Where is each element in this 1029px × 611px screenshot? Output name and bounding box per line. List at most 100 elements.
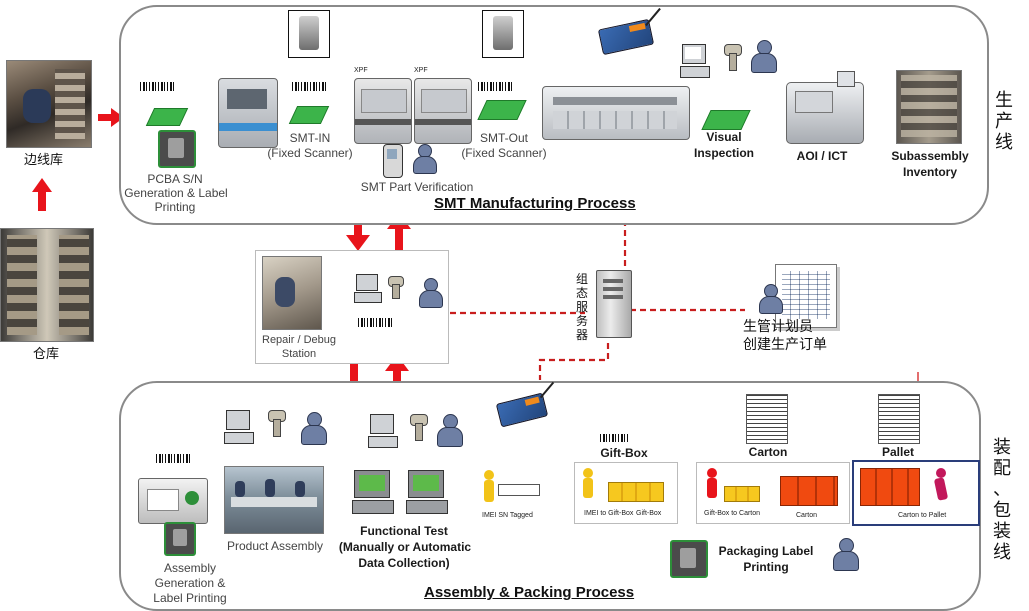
packaging-label-printing-label: Packaging Label bbox=[718, 544, 814, 558]
server-label-4: 务 bbox=[576, 314, 589, 328]
user-icon bbox=[832, 538, 859, 571]
assembly-side-label-3: 、 bbox=[993, 479, 1011, 499]
server-tower-icon bbox=[596, 270, 632, 338]
subassembly-inventory-photo bbox=[896, 70, 962, 144]
label-printer-icon bbox=[670, 540, 708, 578]
smt-out-sub-label: (Fixed Scanner) bbox=[461, 146, 547, 160]
solder-printer-machine bbox=[218, 78, 278, 148]
planner-label-2: 创建生产订单 bbox=[743, 336, 827, 352]
smt-in-label: SMT-IN bbox=[289, 131, 331, 145]
user-icon bbox=[418, 278, 443, 308]
workstation-icon bbox=[368, 414, 398, 448]
barcode-icon bbox=[292, 82, 328, 91]
workstation-icon bbox=[680, 44, 710, 80]
user-icon bbox=[436, 414, 463, 447]
assembly-label-2: Generation & bbox=[154, 576, 226, 590]
carton-label: Carton bbox=[748, 445, 788, 459]
hand-scanner-icon bbox=[410, 414, 428, 441]
pick-place-machine bbox=[414, 78, 472, 144]
smt-side-label-3: 线 bbox=[995, 132, 1013, 152]
worker-figure-icon bbox=[706, 468, 718, 498]
gift-box-label: Gift-Box bbox=[600, 446, 648, 460]
packaging-label-printing-label-2: Printing bbox=[743, 560, 789, 574]
handheld-terminal-icon bbox=[383, 144, 403, 178]
pallet-label-document-icon bbox=[878, 394, 920, 444]
hand-scanner-icon bbox=[388, 276, 404, 299]
worker-figure-icon bbox=[930, 468, 952, 502]
side-store-label: 边线库 bbox=[24, 152, 64, 167]
label-printer-icon bbox=[158, 130, 196, 168]
server-label-5: 器 bbox=[576, 328, 589, 342]
repair-station-label: Repair / Debug bbox=[262, 334, 336, 346]
fixed-scanner-icon bbox=[288, 10, 330, 58]
warehouse-label: 仓库 bbox=[33, 346, 60, 361]
xpf-label: XPF bbox=[414, 67, 428, 74]
aoi-ict-label: AOI / ICT bbox=[796, 149, 848, 163]
server-label-3: 服 bbox=[576, 300, 589, 314]
planner-document-icon bbox=[775, 264, 837, 328]
server-label-1: 组 bbox=[576, 272, 589, 286]
user-icon bbox=[758, 284, 783, 314]
assembly-side-label-6: 线 bbox=[993, 542, 1011, 562]
assembly-side-label-5: 装 bbox=[993, 521, 1011, 541]
side-store-photo bbox=[6, 60, 92, 148]
carton-label-document-icon bbox=[746, 394, 788, 444]
product-assembly-photo bbox=[224, 466, 324, 534]
assembly-label-3: Label Printing bbox=[153, 591, 227, 605]
functional-test-label: Functional Test bbox=[360, 524, 448, 538]
assembly-side-label-4: 包 bbox=[993, 500, 1011, 520]
smt-part-verification-label: SMT Part Verification bbox=[360, 180, 474, 194]
giftbox-small-label: Gift-Box bbox=[636, 510, 662, 517]
user-icon bbox=[300, 412, 327, 445]
label-printer-icon bbox=[164, 522, 196, 556]
hand-scanner-icon bbox=[268, 410, 286, 437]
smt-process-title: SMT Manufacturing Process bbox=[434, 195, 636, 212]
barcode-icon bbox=[156, 454, 192, 463]
aoi-ict-machine bbox=[786, 71, 864, 144]
user-icon bbox=[412, 144, 437, 174]
xpf-label: XPF bbox=[354, 67, 368, 74]
assembly-side-label-1: 装 bbox=[993, 437, 1011, 457]
barcode-icon bbox=[358, 318, 392, 327]
imei-tagged-label: IMEI SN Tagged bbox=[482, 512, 533, 519]
user-icon bbox=[750, 40, 777, 73]
worker-figure-icon bbox=[484, 470, 544, 504]
server-label-2: 态 bbox=[576, 286, 589, 300]
pick-place-machine bbox=[354, 78, 412, 144]
imei-to-giftbox-label: IMEI to Gift-Box bbox=[584, 510, 634, 517]
smt-out-label: SMT-Out bbox=[479, 131, 528, 145]
barcode-icon bbox=[478, 82, 514, 91]
assembly-label-1: Assembly bbox=[163, 561, 216, 575]
smt-side-label-1: 生 bbox=[995, 90, 1013, 110]
subassembly-inventory-label: Subassembly bbox=[891, 149, 969, 163]
hand-scanner-icon bbox=[724, 44, 742, 71]
pcba-label-line1: PCBA S/N bbox=[147, 172, 203, 186]
carton-stack-icon bbox=[860, 468, 920, 506]
reflow-oven-machine bbox=[542, 86, 690, 140]
giftbox-to-carton-label: Gift-Box to Carton bbox=[704, 510, 761, 517]
gift-box-stack-icon bbox=[724, 486, 760, 502]
pallet-label: Pallet bbox=[881, 445, 914, 459]
worker-figure-icon bbox=[582, 468, 594, 498]
planner-label-1: 生管计划员 bbox=[743, 318, 813, 334]
carton-to-pallet-label: Carton to Pallet bbox=[898, 512, 947, 519]
repair-station-photo bbox=[262, 256, 322, 330]
subassembly-inventory-label-2: Inventory bbox=[902, 165, 957, 179]
pcba-label-line2: Generation & Label bbox=[124, 186, 228, 200]
label-printer-machine bbox=[138, 478, 208, 524]
smt-side-label-2: 产 bbox=[995, 111, 1013, 131]
functional-test-label-3: Data Collection) bbox=[358, 556, 450, 570]
carton-small-label: Carton bbox=[796, 512, 818, 519]
assembly-side-label-2: 配 bbox=[993, 458, 1011, 478]
carton-stack-icon bbox=[780, 476, 838, 506]
functional-test-label-2: (Manually or Automatic bbox=[338, 540, 472, 554]
fixed-scanner-icon bbox=[482, 10, 524, 58]
repair-station-label-2: Station bbox=[281, 348, 317, 360]
workstation-icon bbox=[224, 410, 254, 444]
test-station-icon bbox=[406, 470, 448, 514]
barcode-icon bbox=[600, 434, 630, 442]
workstation-icon bbox=[354, 274, 382, 304]
pcba-label-line3: Printing bbox=[154, 200, 196, 214]
visual-inspection-label-2: Inspection bbox=[693, 146, 754, 160]
product-assembly-label: Product Assembly bbox=[226, 539, 324, 553]
